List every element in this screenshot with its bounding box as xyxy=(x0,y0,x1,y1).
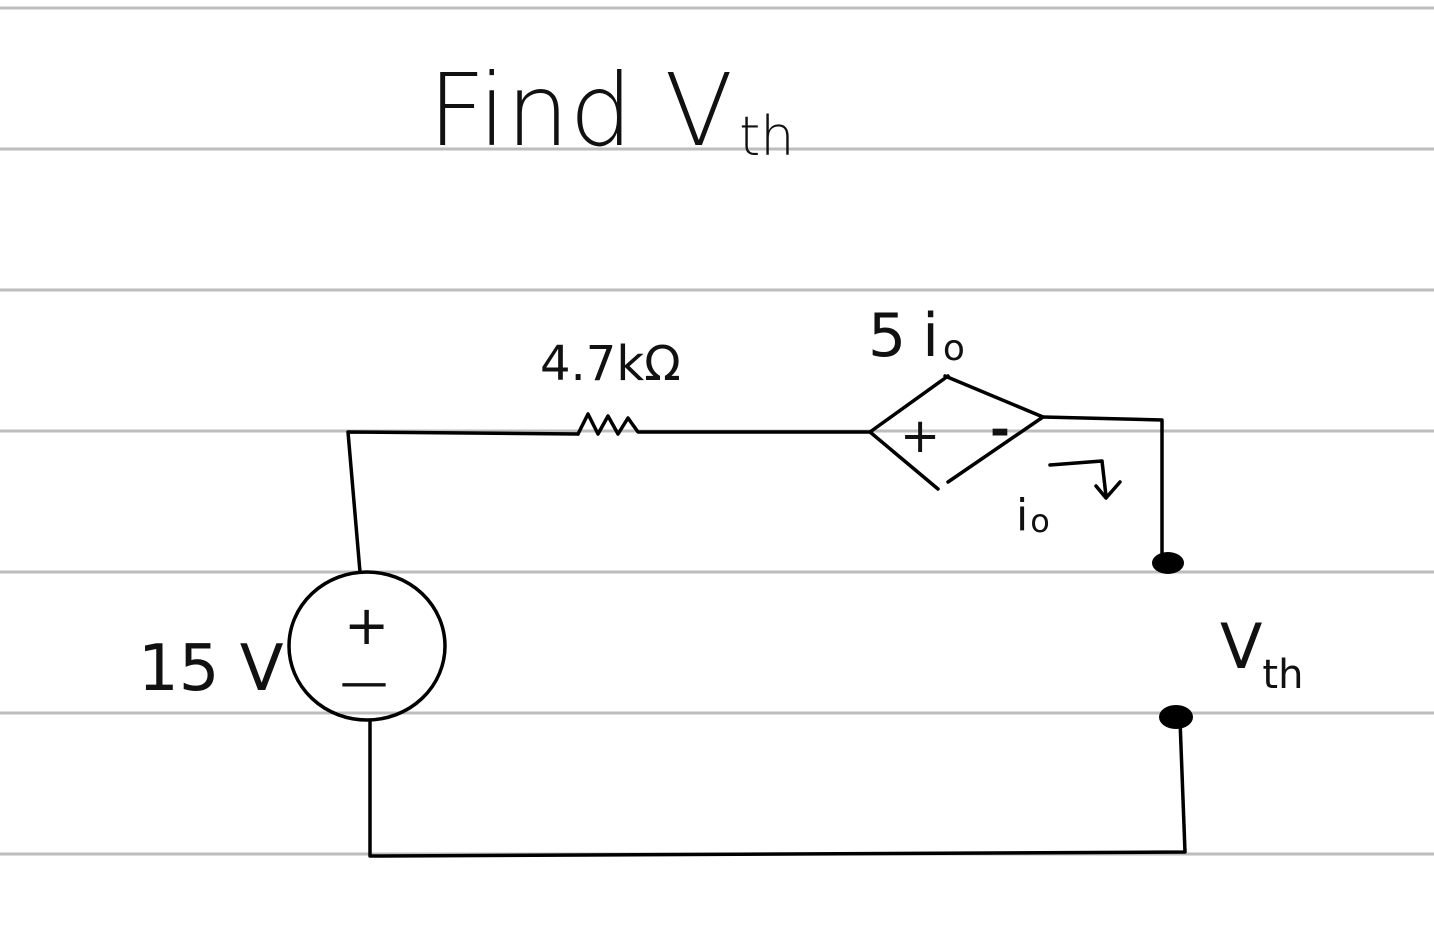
dependent-source-minus: - xyxy=(990,402,1010,458)
wire-left-top xyxy=(346,430,580,574)
voltage-source-label: 15 V xyxy=(138,632,284,706)
ruled-lines xyxy=(0,6,1434,856)
current-arrow-icon xyxy=(1048,459,1122,500)
voltage-source-minus: — xyxy=(340,654,388,710)
resistor-zigzag xyxy=(576,412,872,436)
dependent-source-plus: + xyxy=(900,408,940,464)
terminal-top xyxy=(1152,552,1184,574)
voltage-source-plus: + xyxy=(344,594,389,657)
current-label: io xyxy=(1016,490,1050,541)
output-label: Vth xyxy=(1220,610,1303,698)
terminal-bottom xyxy=(1159,705,1193,729)
resistor-label: 4.7kΩ xyxy=(540,336,681,392)
wire-bottom xyxy=(368,718,1187,858)
wire-right-top xyxy=(1041,415,1164,560)
voltage-source-circle xyxy=(287,570,447,722)
